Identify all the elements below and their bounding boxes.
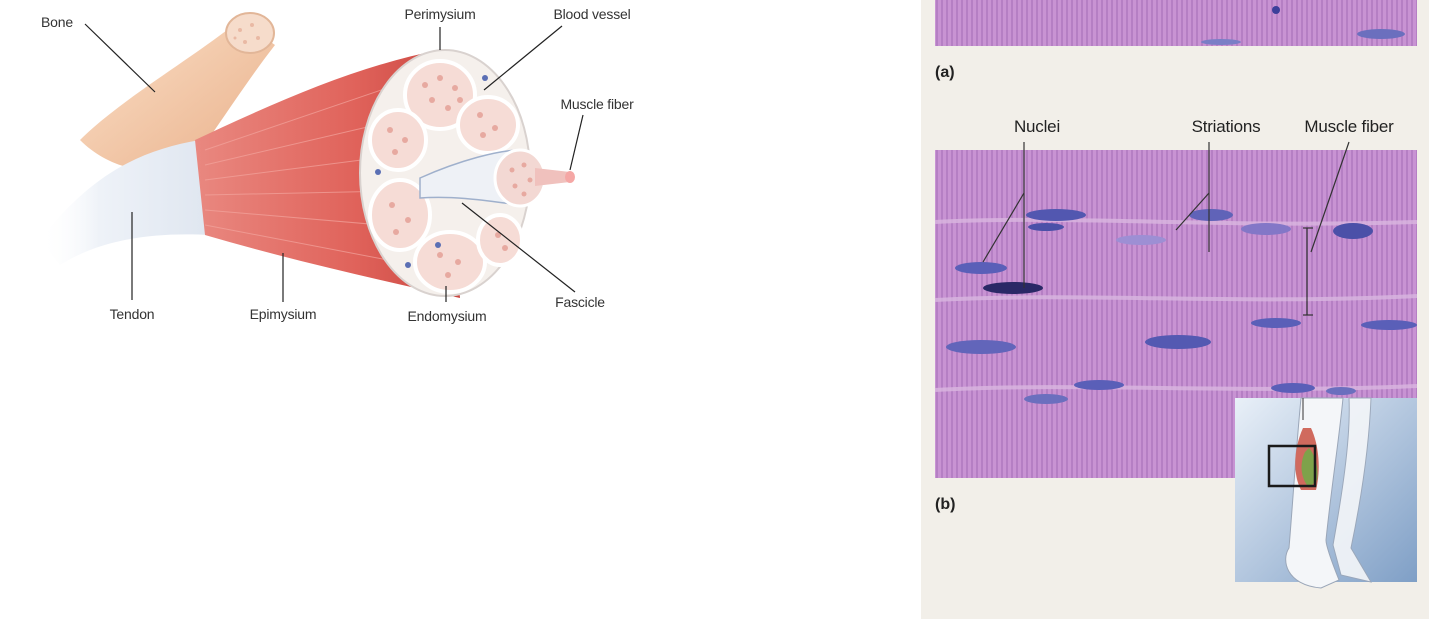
- muscle-structure-illustration: [40, 12, 584, 302]
- panel-letter-b: (b): [935, 496, 956, 513]
- label-blood-vessel: Blood vessel: [553, 6, 631, 22]
- label-fascicle: Fascicle: [555, 294, 605, 310]
- micrograph-a: [935, 0, 1417, 46]
- fiber-dots: [387, 75, 508, 278]
- micrograph-b: [934, 150, 1418, 478]
- label-muscle-fiber-micrograph: Muscle fiber: [1304, 117, 1394, 136]
- label-striations: Striations: [1191, 117, 1261, 136]
- label-endomysium: Endomysium: [407, 308, 487, 324]
- micrograph-leader-lines: [982, 141, 1350, 316]
- label-bone: Bone: [41, 14, 73, 30]
- tendon-shape: [40, 140, 210, 265]
- fascicle-bundles: [368, 59, 524, 294]
- nuclei-shapes: [946, 209, 1417, 404]
- panel-letter-a: (a): [935, 64, 955, 81]
- label-epimysium: Epimysium: [249, 306, 317, 322]
- label-muscle-fiber: Muscle fiber: [560, 96, 634, 112]
- muscle-cross-section: [359, 49, 575, 297]
- muscle-structure-diagram: Bone Perimysium Blood vessel Muscle fibe…: [0, 0, 700, 360]
- bone-shape: [80, 12, 275, 172]
- label-perimysium: Perimysium: [404, 6, 476, 22]
- label-nuclei: Nuclei: [1013, 117, 1061, 136]
- label-tendon: Tendon: [109, 306, 155, 322]
- micrograph-illustration: [934, 0, 1418, 589]
- leader-lines: [84, 23, 584, 302]
- leg-inset: [1235, 397, 1417, 589]
- micrograph-panel: (a) Nuclei Striations Muscle fiber (b): [921, 0, 1429, 619]
